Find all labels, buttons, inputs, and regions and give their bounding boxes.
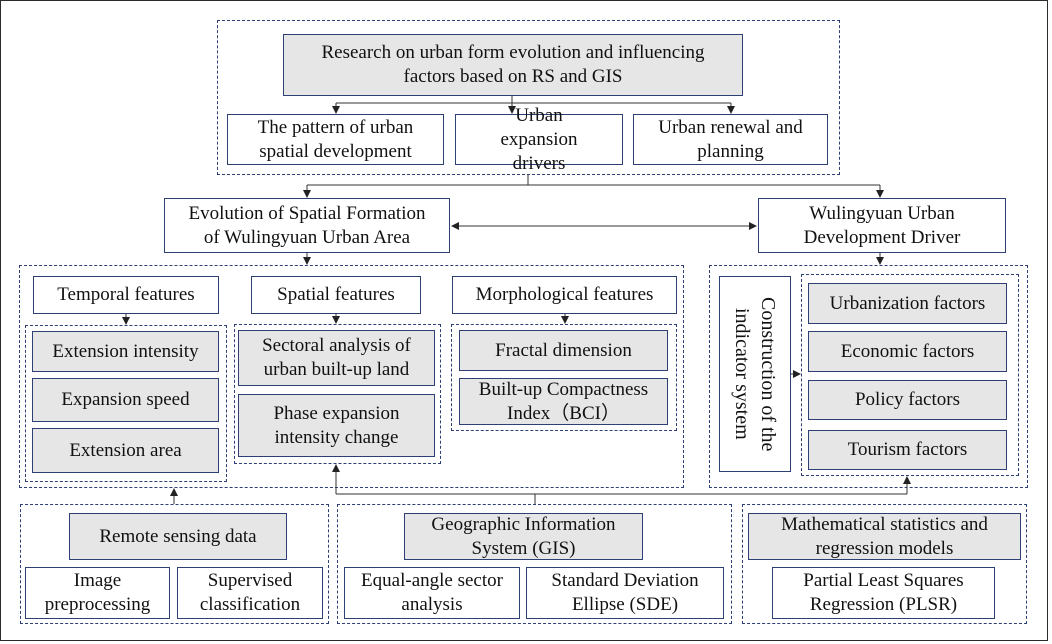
gis-group [337, 504, 732, 624]
research-group [217, 20, 840, 175]
morphological-features-header: Morphological features [452, 276, 677, 314]
temporal-features-header: Temporal features [33, 276, 219, 314]
item-bci: Built-up Compactness Index（BCI） [459, 378, 668, 425]
topic-urban-spatial-pattern: The pattern of urban spatial development [227, 114, 444, 165]
spatial-items-group [234, 324, 441, 464]
rs-group [20, 504, 329, 624]
factor-urbanization: Urbanization factors [808, 283, 1007, 324]
gis-item-sde: Standard Deviation Ellipse (SDE) [526, 567, 724, 619]
item-phase-intensity-change: Phase expansion intensity change [238, 394, 435, 457]
driver-group [709, 265, 1028, 488]
driver-title: Wulingyuan Urban Development Driver [758, 198, 1006, 253]
factor-policy: Policy factors [808, 380, 1007, 420]
item-extension-intensity: Extension intensity [32, 331, 219, 372]
topic-renewal-planning: Urban renewal and planning [633, 114, 828, 165]
stats-title: Mathematical statistics and regression m… [748, 513, 1021, 560]
item-fractal-dimension: Fractal dimension [459, 330, 668, 371]
stats-item-plsr: Partial Least Squares Regression (PLSR) [772, 567, 995, 619]
gis-title: Geographic Information System (GIS) [404, 513, 643, 560]
item-expansion-speed: Expansion speed [32, 378, 219, 422]
rs-item-supervised-classification: Supervised classification [177, 567, 323, 619]
rs-item-image-preprocessing: Image preprocessing [25, 567, 170, 619]
factors-group [801, 274, 1019, 476]
topic-expansion-drivers: Urban expansion drivers [455, 105, 623, 174]
factor-economic: Economic factors [808, 331, 1007, 372]
stats-group [742, 504, 1027, 624]
item-extension-area: Extension area [32, 428, 219, 473]
gis-item-sector-analysis: Equal-angle sector analysis [344, 567, 520, 619]
temporal-items-group [25, 325, 227, 482]
factor-tourism: Tourism factors [808, 430, 1007, 470]
indicator-system-box: Construction of the indicator system [719, 276, 791, 472]
spatial-features-header: Spatial features [251, 276, 421, 314]
item-sectoral-analysis: Sectoral analysis of urban built-up land [238, 330, 435, 386]
evolution-title: Evolution of Spatial Formation of Wuling… [164, 198, 450, 253]
morphological-items-group [451, 324, 677, 431]
evolution-group [19, 265, 684, 488]
rs-title: Remote sensing data [69, 513, 287, 560]
research-title: Research on urban form evolution and inf… [283, 34, 743, 96]
